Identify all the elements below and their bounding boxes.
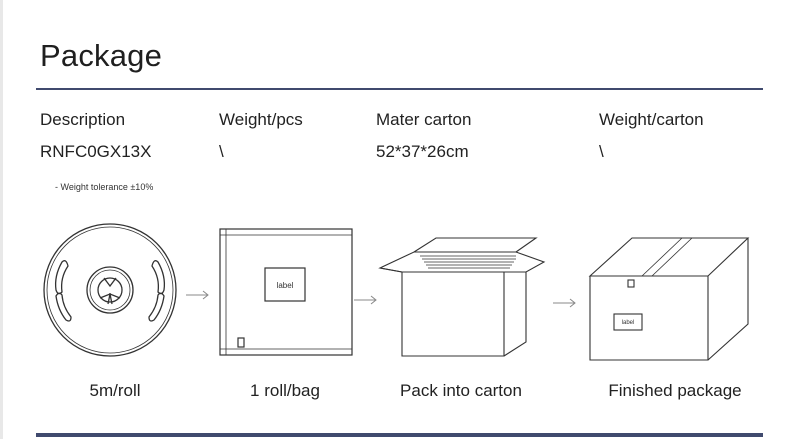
header-weight-pcs: Weight/pcs — [219, 110, 303, 129]
carton-label-text: label — [622, 320, 635, 326]
bag-label-text: label — [277, 281, 294, 290]
open-carton-icon — [378, 237, 546, 357]
step-caption-bag: 1 roll/bag — [250, 381, 320, 400]
value-master-carton: 52*37*26cm — [376, 142, 469, 161]
value-description: RNFC0GX13X — [40, 142, 152, 161]
arrow-icon — [186, 290, 209, 300]
header-description: Description — [40, 110, 126, 129]
arrow-icon — [354, 295, 377, 305]
value-weight-pcs: \ — [219, 142, 224, 161]
closed-carton-icon: label — [588, 237, 750, 361]
reel-icon — [43, 223, 177, 357]
header-weight-carton: Weight/carton — [599, 110, 704, 129]
weight-tolerance-note: - Weight tolerance ±10% — [55, 182, 154, 192]
step-caption-roll: 5m/roll — [89, 381, 141, 400]
step-caption-finished: Finished package — [608, 381, 742, 400]
header-master-carton: Mater carton — [376, 110, 472, 129]
arrow-icon — [553, 298, 576, 308]
value-weight-carton: \ — [599, 142, 604, 161]
top-divider — [36, 88, 763, 90]
page-title: Package — [40, 38, 163, 73]
bottom-divider — [36, 433, 763, 437]
left-edge-strip — [0, 0, 3, 439]
step-caption-carton: Pack into carton — [400, 381, 522, 400]
bag-icon: label — [219, 228, 353, 356]
